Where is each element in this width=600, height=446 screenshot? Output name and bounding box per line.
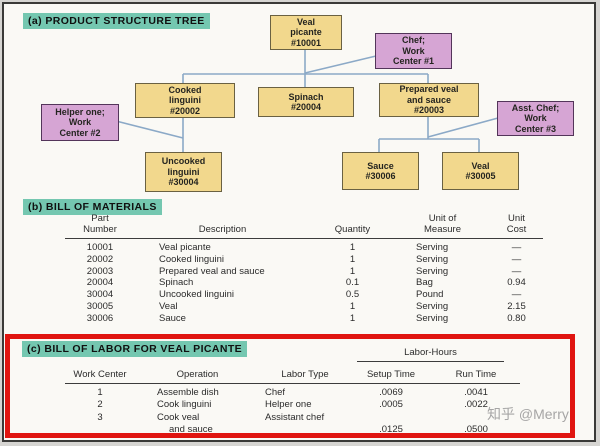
bom-uom: Bag [416, 277, 433, 289]
bom-cost: 2.15 [507, 300, 526, 312]
bom-header-uom: Unit of Measure [424, 213, 461, 235]
tree-node-asst-chef-work-center-3: Asst. Chef; Work Center #3 [497, 101, 574, 136]
tree-node-prepared-veal-and-sauce: Prepared veal and sauce #20003 [379, 83, 479, 117]
red-highlight-box [5, 334, 575, 438]
bom-header-qty: Quantity [334, 223, 371, 235]
bol-wc: 3 [97, 411, 103, 423]
bol-run: .0022 [464, 399, 488, 411]
bol-op: and sauce [169, 424, 213, 436]
figure-frame [2, 2, 596, 442]
bol-lt: Chef [265, 387, 286, 398]
labor-hours-group-header: Labor-Hours [357, 347, 504, 362]
bom-qty: 1 [349, 312, 356, 324]
table-row: 30005 Veal 1 Serving 2.15 [65, 301, 543, 313]
table-row: 20003 Prepared veal and sauce 1 Serving … [65, 266, 543, 278]
bom-cost: — [511, 242, 522, 253]
table-row: 20004 Spinach 0.1 Bag 0.94 [65, 277, 543, 289]
bol-header-work-center: Work Center [73, 368, 127, 380]
table-row: 30004 Uncooked linguini 0.5 Pound — [65, 289, 543, 301]
bom-header-row: Part Number Description Quantity Unit of… [65, 213, 543, 239]
table-row: 3 Cook veal Assistant chef [65, 412, 520, 424]
bol-setup: .0069 [379, 387, 403, 398]
bom-qty: 1 [349, 242, 356, 253]
bol-wc: 2 [97, 399, 103, 411]
bom-desc: Spinach [159, 277, 194, 289]
tree-node-chef-work-center-1: Chef; Work Center #1 [375, 33, 452, 69]
section-c-title: (c) BILL OF LABOR FOR VEAL PICANTE [22, 341, 248, 357]
bom-part: 10001 [86, 242, 114, 253]
table-row: and sauce .0125 .0500 [65, 424, 520, 436]
bom-desc: Sauce [159, 312, 186, 324]
bol-header-row: Work Center Operation Labor Type Setup T… [65, 368, 520, 384]
bom-uom: Serving [416, 265, 449, 277]
bom-header-part: Part Number [83, 213, 117, 235]
tree-node-sauce: Sauce #30006 [342, 152, 419, 190]
bom-uom: Serving [416, 253, 449, 265]
table-row: 2 Cook linguini Helper one .0005 .0022 [65, 399, 520, 411]
bom-part: 30006 [86, 312, 114, 324]
bom-header-cost: Unit Cost [506, 213, 527, 235]
bom-cost: — [511, 289, 522, 301]
bol-op: Cook linguini [157, 399, 212, 411]
bom-uom: Serving [416, 242, 449, 253]
bom-uom: Serving [416, 312, 449, 324]
bol-header-setup-time: Setup Time [366, 368, 416, 380]
bol-run: .0041 [464, 387, 488, 398]
table-row: 10001 Veal picante 1 Serving — [65, 242, 543, 254]
bom-desc: Prepared veal and sauce [159, 265, 265, 277]
bol-header-operation: Operation [176, 368, 219, 380]
table-row: 20002 Cooked linguini 1 Serving — [65, 254, 543, 266]
bom-uom: Serving [416, 300, 449, 312]
bom-desc: Cooked linguini [159, 253, 224, 265]
bom-qty: 1 [349, 265, 356, 277]
table-row: 30006 Sauce 1 Serving 0.80 [65, 313, 543, 325]
tree-node-veal-picante: Veal picante #10001 [270, 15, 342, 50]
bol-table: Work Center Operation Labor Type Setup T… [65, 368, 520, 437]
bom-cost: 0.94 [507, 277, 526, 289]
bom-desc: Veal [159, 300, 178, 312]
bol-run: .0500 [464, 424, 488, 436]
bol-header-run-time: Run Time [455, 368, 497, 380]
tree-node-spinach: Spinach #20004 [258, 87, 354, 117]
bom-part: 30004 [86, 289, 114, 301]
bom-header-desc: Description [198, 223, 247, 235]
bol-setup: .0125 [379, 424, 403, 436]
bol-op: Cook veal [157, 411, 200, 423]
bom-qty: 0.1 [345, 277, 360, 289]
bom-qty: 0.5 [345, 289, 360, 301]
bol-lt [260, 424, 350, 436]
bol-wc [65, 424, 135, 436]
table-row: 1 Assemble dish Chef .0069 .0041 [65, 387, 520, 399]
bol-setup: .0005 [379, 399, 403, 411]
tree-node-veal: Veal #30005 [442, 152, 519, 190]
bom-cost: — [511, 265, 522, 277]
bol-lt: Helper one [265, 399, 312, 411]
bom-desc: Uncooked linguini [159, 289, 234, 301]
section-b-title: (b) BILL OF MATERIALS [23, 199, 162, 215]
bol-wc: 1 [97, 387, 103, 398]
bol-header-labor-type: Labor Type [281, 368, 329, 380]
tree-node-uncooked-linguini: Uncooked linguini #30004 [145, 152, 222, 192]
bom-part: 20002 [86, 253, 114, 265]
bom-table: Part Number Description Quantity Unit of… [65, 213, 543, 325]
bol-lt: Assistant chef [265, 411, 325, 423]
watermark: 知乎 @Merry [487, 406, 569, 422]
bom-cost: — [511, 253, 522, 265]
bom-cost: 0.80 [507, 312, 526, 324]
bol-op: Assemble dish [157, 387, 219, 398]
bom-qty: 1 [349, 300, 356, 312]
section-a-title: (a) PRODUCT STRUCTURE TREE [23, 13, 210, 29]
bol-setup [350, 412, 432, 424]
bom-part: 20004 [86, 277, 114, 289]
bom-part: 20003 [86, 265, 114, 277]
bom-part: 30005 [86, 300, 114, 312]
tree-node-helper-one-work-center-2: Helper one; Work Center #2 [41, 104, 119, 141]
bom-uom: Pound [416, 289, 444, 301]
bom-desc: Veal picante [159, 242, 211, 253]
tree-node-cooked-linguini: Cooked linguini #20002 [135, 83, 235, 118]
bom-qty: 1 [349, 253, 356, 265]
